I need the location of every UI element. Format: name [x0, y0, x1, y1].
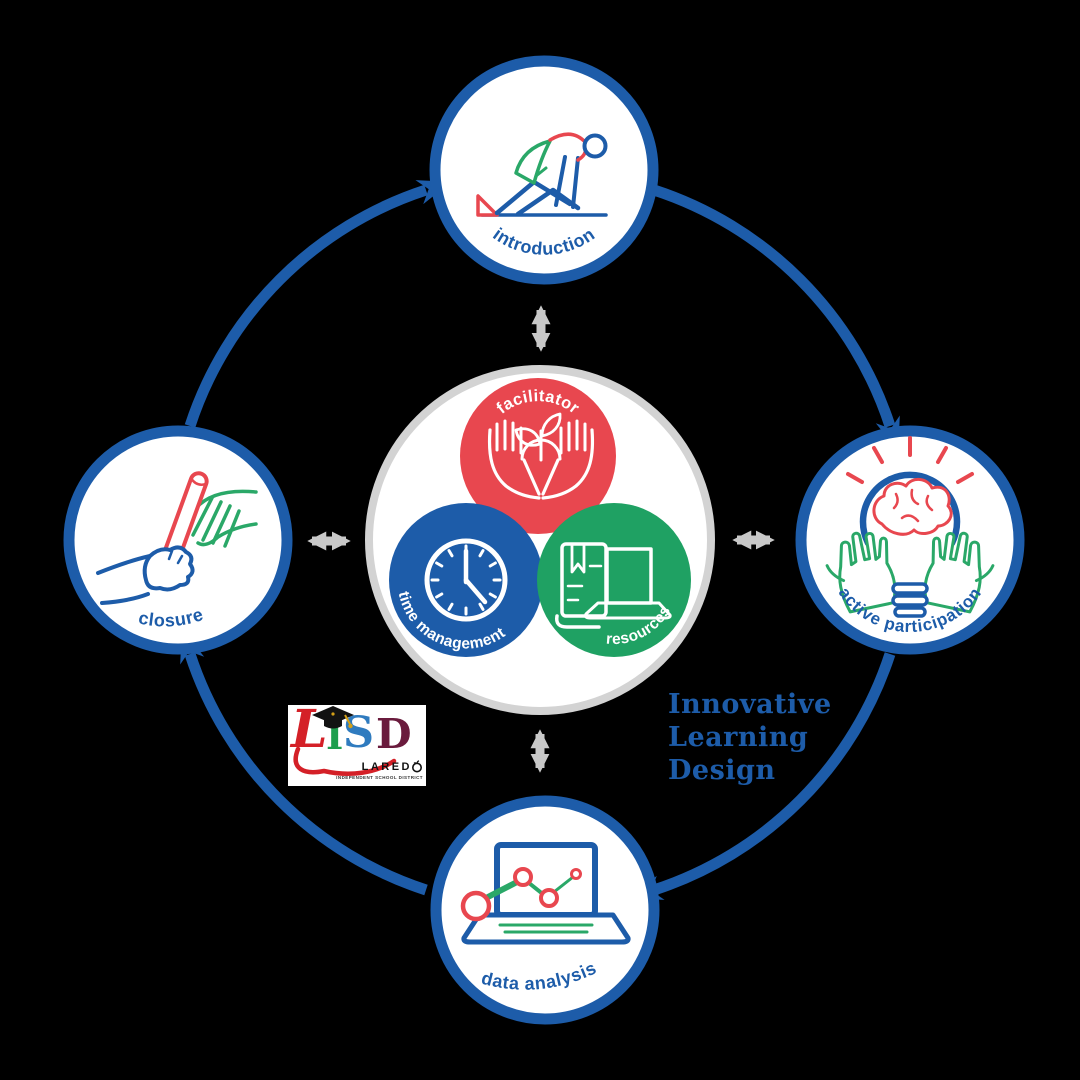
cycle-node-closure: closure: [63, 425, 293, 655]
core-node-resources: [537, 503, 691, 657]
laptop-chart-icon: [460, 842, 631, 945]
core-node-time-management: [389, 503, 543, 657]
logo-city: LARED: [362, 760, 423, 773]
cycle-node-introduction: introduction: [429, 55, 659, 285]
right-hand: [923, 531, 995, 614]
runner-start-icon: [476, 132, 608, 217]
tagline-line-2: Learning: [668, 722, 809, 753]
cycle-node-data-analysis: data analysis: [430, 795, 660, 1025]
logo-letter-L: L: [291, 699, 328, 760]
arc-data-to-closure: [180, 628, 428, 896]
center-connectors: [307, 305, 775, 773]
graduation-cap-icon: [312, 706, 354, 729]
tagline-line-3: Design: [668, 755, 776, 786]
tagline-line-1: Innovative: [668, 689, 832, 720]
core-circle: facilitator time management resources: [365, 365, 715, 715]
brain-lightbulb-hands-icon: [825, 436, 995, 618]
core-node-facilitator: [460, 378, 616, 534]
logo-letter-D: D: [376, 710, 412, 758]
tagline: Innovative Learning Design: [668, 688, 832, 787]
logo-swash: [293, 747, 397, 776]
book-laptop-icon: [554, 542, 672, 629]
cycle-arrows: [180, 180, 900, 900]
cycle-node-active-participation: active participation: [795, 425, 1025, 655]
clock-icon: [424, 538, 508, 622]
arc-closure-to-introduction: [184, 180, 452, 428]
arc-introduction-to-active: [652, 184, 900, 452]
logo-city-text: LARED: [361, 760, 412, 773]
apple-icon: [412, 760, 422, 773]
relay-baton-pass-icon: [96, 471, 258, 605]
logo-subtitle: INDEPENDENT SCHOOL DISTRICT: [336, 775, 423, 780]
left-hand: [825, 531, 897, 614]
hands-sprout-icon: [487, 412, 595, 500]
arc-active-to-data: [628, 652, 896, 900]
lisd-logo: L I S D LARED INDEPENDENT SCHOOL DISTRIC…: [288, 699, 426, 786]
